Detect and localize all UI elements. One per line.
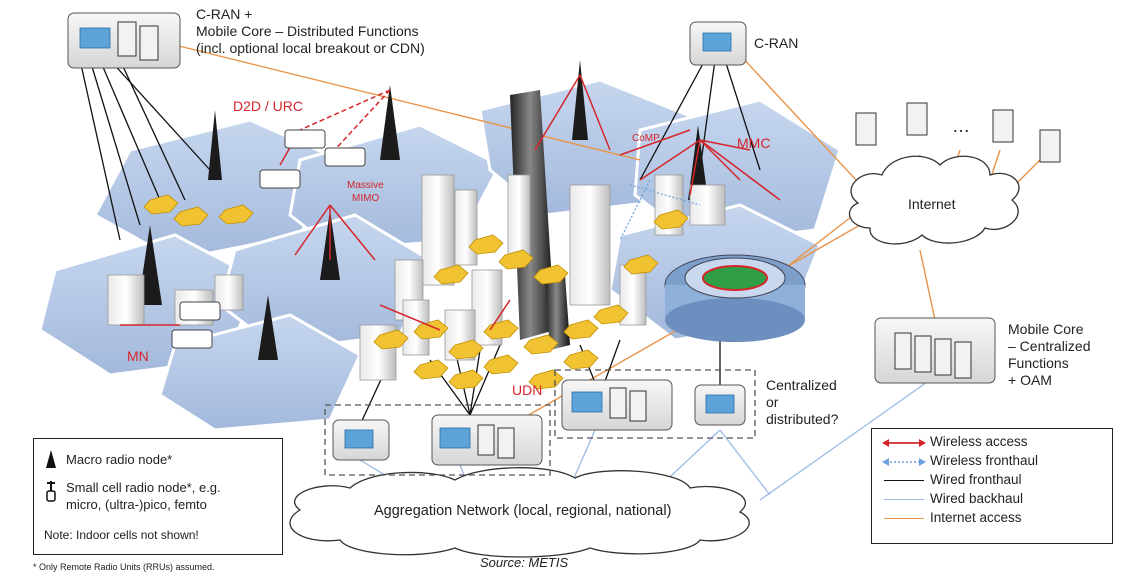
macro-towers: [138, 60, 708, 360]
legend-label: Wireless fronthaul: [930, 453, 1039, 468]
mn-label: MN: [127, 348, 149, 364]
macro-tower-icon: [258, 295, 278, 360]
legend-left: Macro radio node* Small cell radio node*…: [33, 438, 283, 555]
massive-mimo-label: Massive: [347, 180, 384, 191]
internet-access-line-icon: [884, 518, 924, 519]
macro-tower-icon: [380, 85, 400, 160]
mobile-core-central-label: Mobile Core: [1008, 321, 1084, 337]
massive-mimo-label-2: MIMO: [352, 193, 380, 204]
legend-label: Wired backhaul: [930, 491, 1024, 506]
bbu-icons: [79, 27, 735, 449]
source-label: Source: METIS: [480, 555, 569, 570]
mobile-core-central-label-3: Functions: [1008, 355, 1069, 371]
d2d-urc-label: D2D / URC: [233, 98, 304, 114]
internet-label: Internet: [908, 196, 956, 212]
centralized-label: Centralized: [766, 377, 837, 393]
wireless-access-arrow-icon: [882, 439, 926, 447]
wireless-fronthaul-arrow-icon: [882, 458, 926, 466]
mobile-core-distributed-label: Mobile Core – Distributed Functions: [196, 23, 419, 39]
small-cell-pads: [143, 194, 689, 390]
distributed-dashed-region: [554, 369, 756, 439]
wired-fronthaul-line-icon: [884, 480, 924, 481]
hex-cell: [633, 98, 842, 247]
stadium: [664, 254, 806, 342]
aggregation-cloud: [289, 467, 750, 558]
mobile-core-central-label-4: + OAM: [1008, 372, 1052, 388]
cran-label-top-right: C-RAN: [754, 35, 799, 51]
internet-cloud: [848, 155, 1020, 245]
legend-label: Internet access: [930, 510, 1022, 525]
macro-tower-icon: [572, 60, 588, 140]
wired-backhaul-line-icon: [884, 499, 924, 500]
wireless-access-links: [120, 74, 781, 331]
udn-dashed-region: [324, 404, 551, 476]
cran-label-top-left: C-RAN +: [196, 6, 253, 22]
legend-right: Wireless access Wireless fronthaul Wired…: [871, 428, 1113, 544]
macro-tower-icon: [208, 110, 222, 180]
comp-label: CoMP: [632, 133, 660, 144]
legend-small-cell-sublabel: micro, (ultra-)pico, femto: [66, 497, 207, 512]
mobile-core-central-label-2: – Centralized: [1008, 338, 1091, 354]
ellipsis-label: …: [952, 116, 970, 136]
small-cell-icon: [46, 481, 56, 502]
vehicles: [171, 129, 366, 349]
legend-small-cell-label: Small cell radio node*, e.g.: [66, 480, 221, 495]
mmc-label: MMC: [737, 135, 771, 151]
server-icons: [117, 21, 1061, 459]
legend-macro-label: Macro radio node*: [66, 452, 173, 467]
wireless-fronthaul-links: [619, 179, 701, 241]
centralized-label-distributed: distributed?: [766, 411, 839, 427]
legend-note: Note: Indoor cells not shown!: [44, 528, 199, 542]
mobile-core-distributed-sublabel: (incl. optional local breakout or CDN): [196, 40, 425, 56]
centralized-label-or: or: [766, 394, 779, 410]
legend-label: Wireless access: [930, 434, 1028, 449]
legend-label: Wired fronthaul: [930, 472, 1022, 487]
aggregation-network-label: Aggregation Network (local, regional, na…: [374, 503, 672, 519]
macro-tower-icon: [46, 450, 56, 468]
skyscraper: [545, 275, 570, 350]
footnote: * Only Remote Radio Units (RRUs) assumed…: [33, 562, 215, 572]
udn-label: UDN: [512, 382, 543, 398]
